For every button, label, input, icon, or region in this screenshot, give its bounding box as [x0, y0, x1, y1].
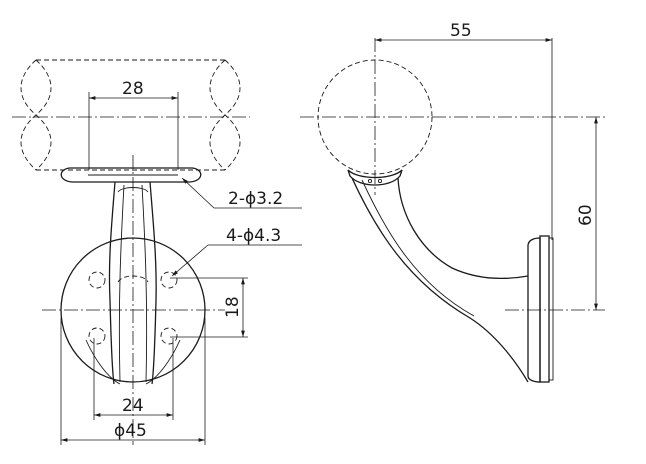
mounting-holes	[88, 271, 178, 345]
front-pipe	[20, 59, 241, 171]
dim-large-holes: 4-ϕ4.3	[226, 226, 281, 246]
dim-small-holes: 2-ϕ3.2	[228, 189, 283, 209]
dim-projection: 55	[450, 21, 472, 41]
side-saddle	[347, 169, 403, 186]
dim-hole-horizontal: 24	[122, 396, 144, 416]
side-arm	[351, 177, 529, 383]
dim-base-diameter: ϕ45	[114, 421, 147, 441]
front-saddle	[60, 167, 202, 183]
dim-height: 60	[576, 204, 596, 226]
side-view	[300, 38, 605, 383]
dim-pipe-width: 28	[122, 79, 144, 99]
front-dimensions: 28 2-ϕ3.2 4-ϕ4.3 18 24 ϕ45	[60, 79, 302, 445]
side-dimensions: 55 60	[375, 21, 598, 310]
front-stem	[85, 181, 181, 385]
front-view	[12, 59, 250, 445]
side-wall-flange	[527, 235, 554, 383]
dim-hole-vertical: 18	[223, 296, 243, 318]
